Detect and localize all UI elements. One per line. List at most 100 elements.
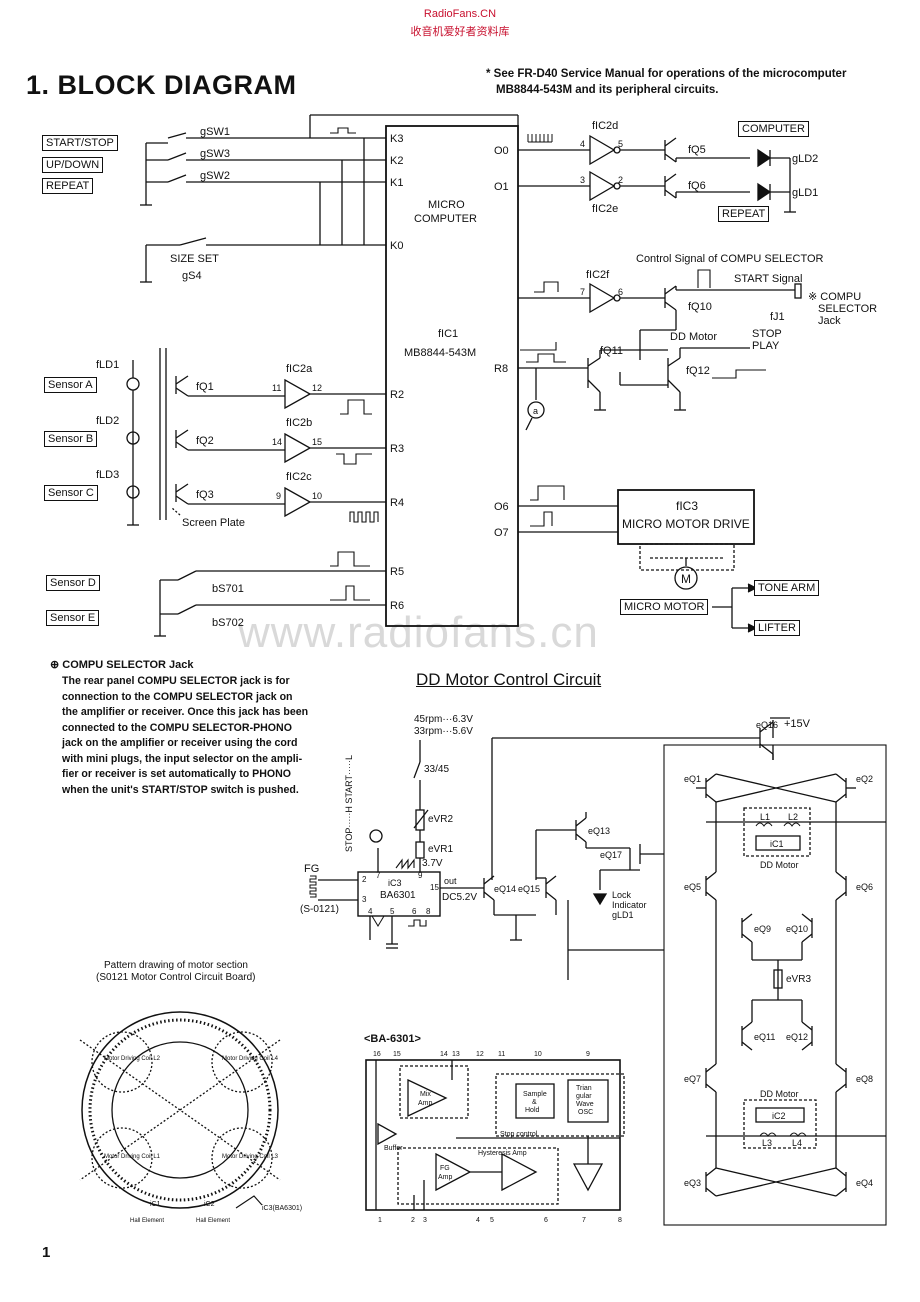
pin-r3: R3 [390, 443, 404, 455]
pin-r5: R5 [390, 566, 404, 578]
coil-l1: L1 [760, 812, 770, 822]
gate-label-c: fIC2c [286, 471, 312, 483]
ba-top-pin: 10 [534, 1051, 542, 1058]
gate-pin: 5 [618, 139, 623, 149]
pin-o6: O6 [494, 501, 509, 513]
coil-l2: L2 [788, 812, 798, 822]
micro-motor-label: MICRO MOTOR [620, 599, 709, 615]
motor-pattern-outer [81, 1011, 279, 1209]
ic3-pin: 9 [418, 871, 423, 880]
pattern-ic2: iC2 [204, 1201, 215, 1208]
tri-1: Trian [576, 1085, 592, 1092]
ba-bottom-pin: 5 [490, 1217, 494, 1224]
speed-45: 45rpm···6.3V [414, 714, 473, 725]
fg-amp-2: Amp [438, 1174, 453, 1181]
t-eq11: eQ11 [754, 1032, 775, 1042]
micro-title-2: COMPUTER [414, 213, 477, 225]
compu-line: the amplifier or receiver. Once this jac… [62, 706, 309, 718]
gate-fic2a [284, 378, 312, 410]
pattern-hall-1: Hall Element [130, 1218, 164, 1224]
test-point-a: a [533, 406, 538, 416]
pin-o0: O0 [494, 145, 509, 157]
sensor-led-1: fLD1 [96, 359, 119, 371]
t-eq13: eQ13 [588, 826, 610, 836]
gate-fic2c [284, 486, 312, 518]
tri-4: OSC [578, 1109, 593, 1116]
sensor-c-label: Sensor C [44, 485, 98, 501]
transistor-fq11: fQ11 [600, 345, 623, 357]
pin-r8: R8 [494, 363, 508, 375]
compu-line: fier or receiver is set automatically to… [62, 768, 292, 780]
motor-drive-label: MICRO MOTOR DRIVE [622, 517, 750, 531]
lock-3: gLD1 [612, 910, 634, 920]
t-eq4: eQ4 [856, 1178, 873, 1188]
sensor-d-label: Sensor D [46, 575, 100, 591]
indicator-repeat: REPEAT [718, 206, 770, 222]
dd-motor-top: DD Motor [760, 860, 799, 870]
lock-2: Indicator [612, 900, 647, 910]
page-number: 1 [42, 1244, 51, 1261]
switch-33-45: 33/45 [424, 764, 449, 775]
board-label: (S-0121) [300, 904, 339, 915]
pin-k1: K1 [390, 177, 403, 189]
gate-pin: 14 [272, 437, 282, 447]
dd-motor-label: DD Motor [670, 331, 717, 343]
switch-label-up-down: UP/DOWN [42, 157, 104, 173]
ic3-pin: 2 [362, 875, 367, 884]
pin-k2: K2 [390, 155, 403, 167]
motor-m: M [681, 572, 691, 586]
ba-top-pin: 15 [393, 1051, 401, 1058]
led-gld1 [757, 182, 772, 202]
t-eq7: eQ7 [684, 1074, 701, 1084]
switch-ref-gsw3: gSW3 [200, 148, 230, 160]
note-line2: MB8844-543M and its peripheral circuits. [496, 84, 719, 96]
gate-pin: 6 [618, 287, 623, 297]
triangular-osc [567, 1079, 609, 1123]
t-eq10: eQ10 [786, 924, 808, 934]
sample-hold-1: Sample [523, 1091, 547, 1098]
play-label: PLAY [752, 340, 780, 352]
gate-fic2e [589, 170, 616, 202]
speed-33: 33rpm···5.6V [414, 726, 473, 737]
transistor-fq12: fQ12 [686, 365, 710, 377]
ic3-part: BA6301 [380, 890, 416, 901]
pattern-ic3: iC3(BA6301) [262, 1205, 302, 1212]
transistor-fq10: fQ10 [688, 301, 712, 313]
dd-circuit-title: DD Motor Control Circuit [416, 670, 602, 689]
pattern-title-2: (S0121 Motor Control Circuit Board) [96, 972, 256, 983]
t-eq16: eQ16 [756, 720, 778, 730]
fg-label: FG [304, 863, 319, 875]
ba-bottom-pin: 2 [411, 1217, 415, 1224]
ic3-pin: 6 [412, 907, 417, 916]
site-header-line1: RadioFans.CN [423, 8, 497, 20]
lock-1: Lock [612, 890, 632, 900]
jack-label-3: Jack [818, 315, 841, 327]
t-eq1: eQ1 [684, 774, 701, 784]
tone-arm-label: TONE ARM [754, 580, 820, 596]
pin-o7: O7 [494, 527, 509, 539]
pot-evr3: eVR3 [786, 974, 811, 985]
switch-gsw3 [167, 152, 187, 161]
gate-pin: 3 [580, 175, 585, 185]
pin-r2: R2 [390, 389, 404, 401]
ic3-pin: 3 [362, 895, 367, 904]
ba-bottom-pin: 8 [618, 1217, 622, 1224]
tri-3: Wave [576, 1101, 594, 1108]
pattern-hall-2: Hall Element [196, 1218, 230, 1224]
ba-bottom-pin: 6 [544, 1217, 548, 1224]
ba-bottom-pin: 3 [423, 1217, 427, 1224]
sensor-led-3: fLD3 [96, 469, 119, 481]
gate-pin: 4 [580, 139, 585, 149]
ic3-ba6301-block [357, 871, 441, 917]
jack-label-2: SELECTOR [818, 303, 877, 315]
t-eq17: eQ17 [600, 850, 622, 860]
t-eq9: eQ9 [754, 924, 771, 934]
dd-motor-bottom: DD Motor [760, 1089, 799, 1099]
ic3-ref: iC3 [388, 878, 402, 888]
sensor-q3: fQ3 [196, 489, 214, 501]
pattern-ic1: iC1 [150, 1201, 161, 1208]
screen-plate-label: Screen Plate [182, 517, 245, 529]
pot-evr1: eVR1 [428, 844, 453, 855]
stop-start-label: STOP·····H START·····L [344, 755, 354, 852]
compu-line: with mini plugs, the input selector on t… [62, 752, 303, 765]
